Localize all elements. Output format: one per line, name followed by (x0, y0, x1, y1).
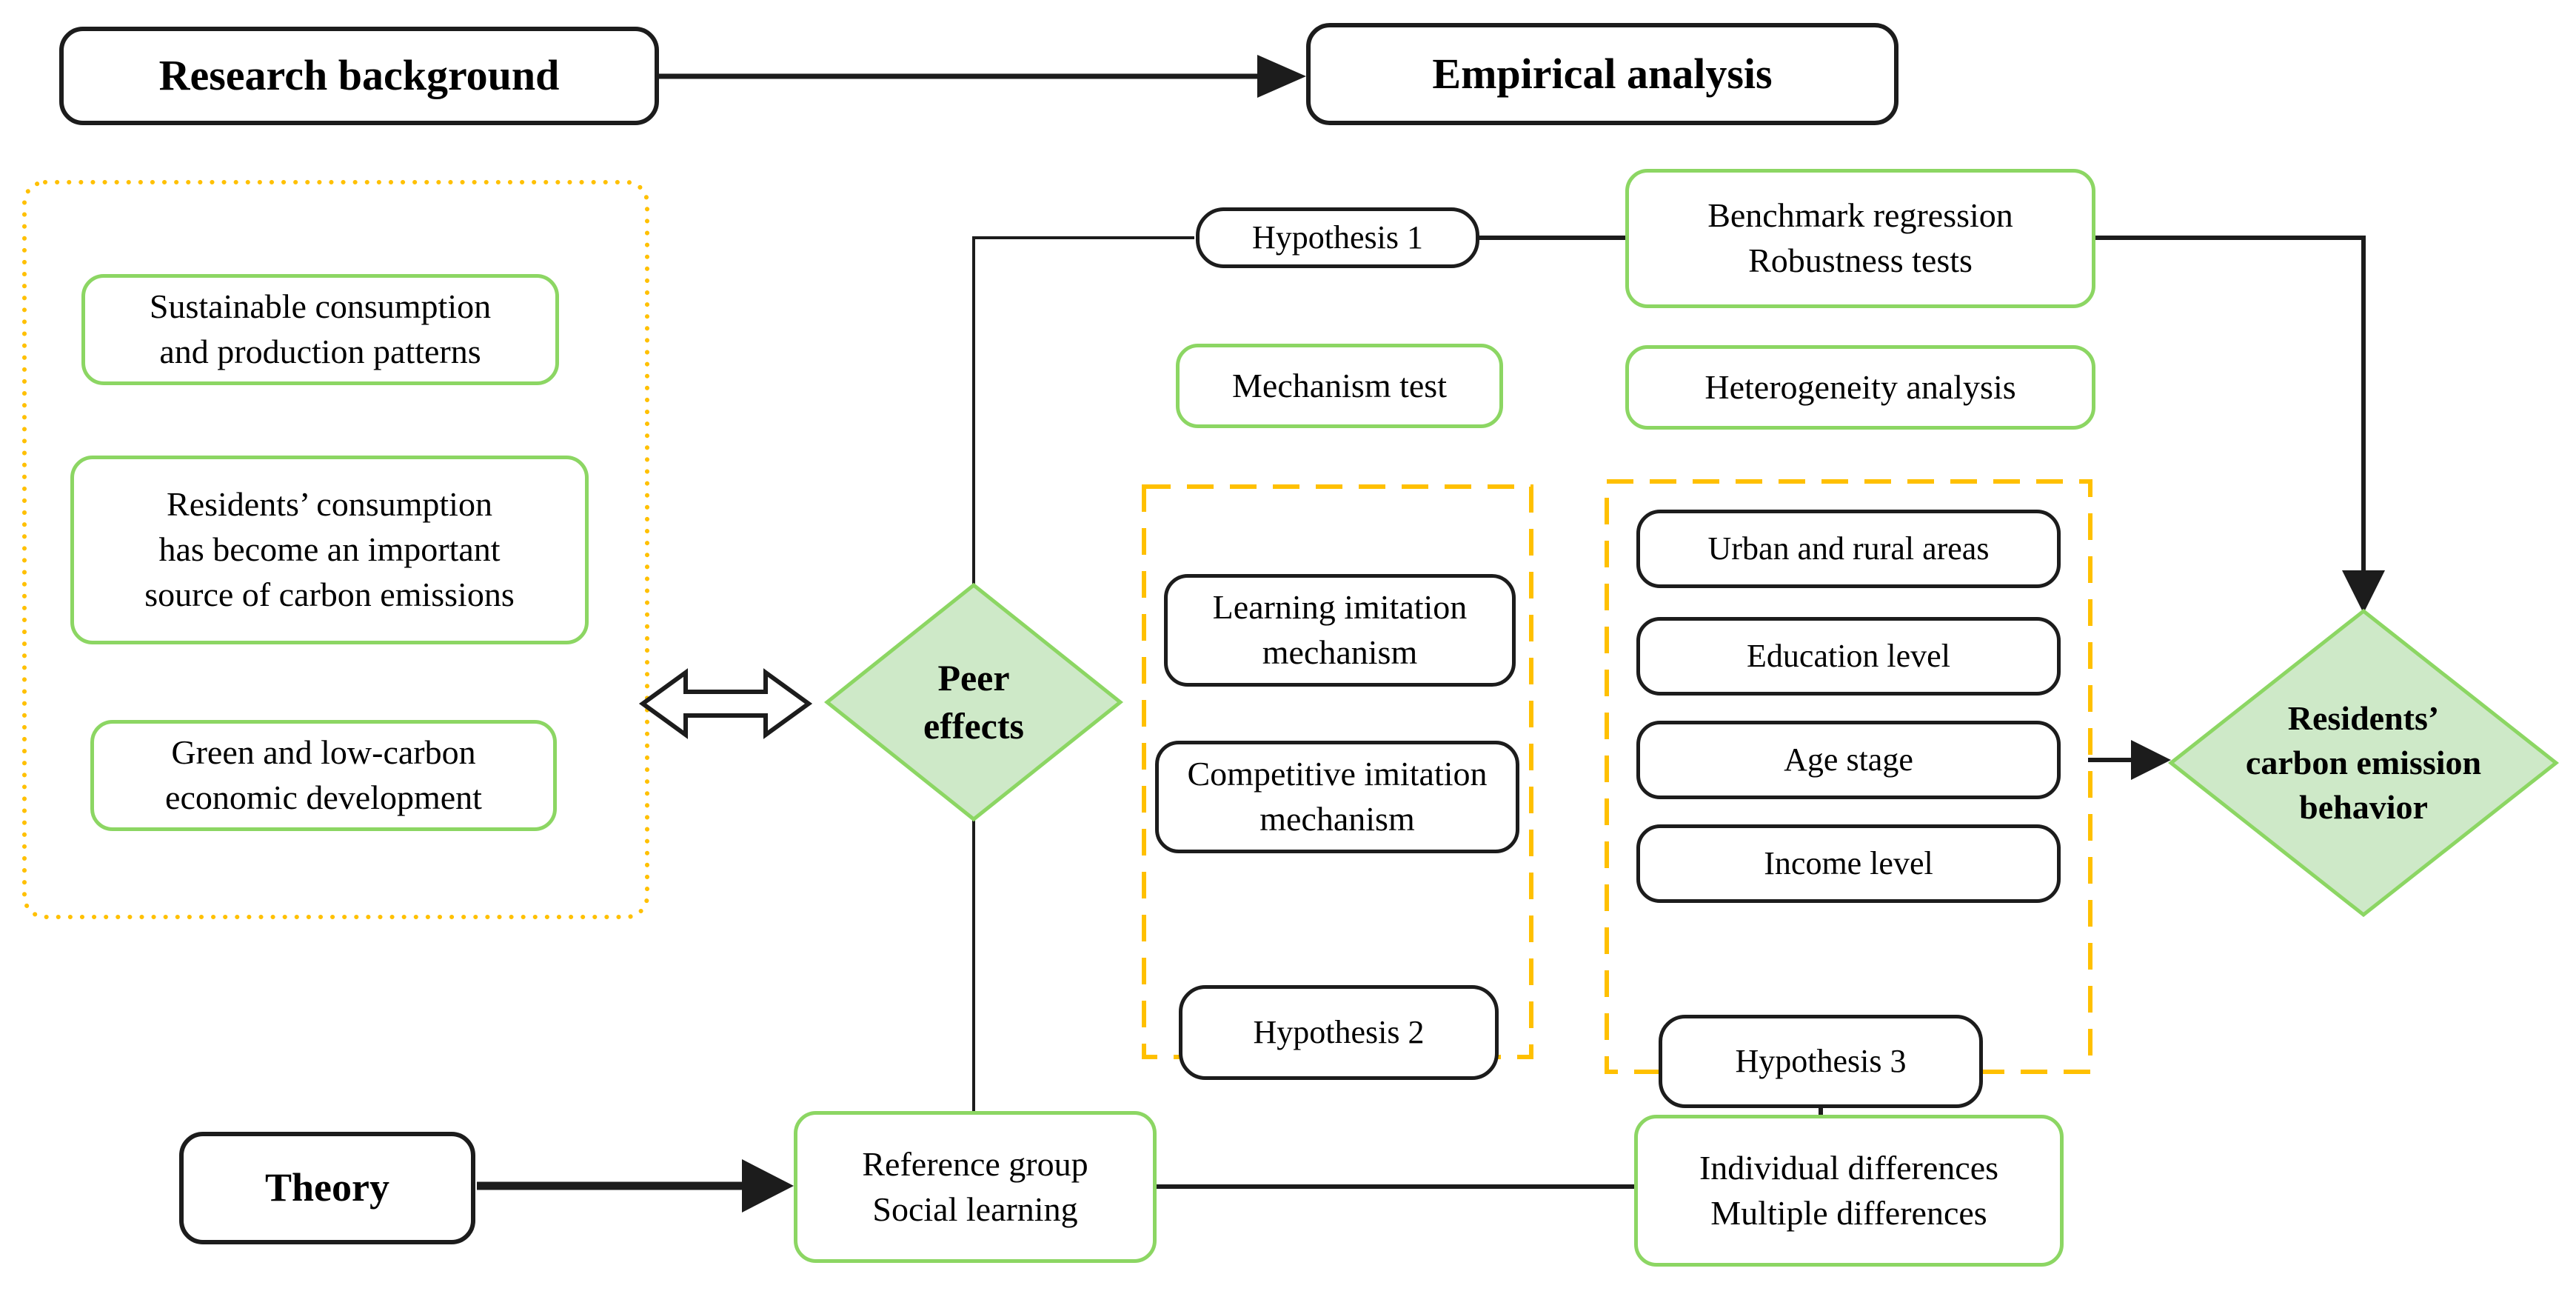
individual-differences-box: Individual differences Multiple differen… (1634, 1115, 2064, 1267)
income-level-box: Income level (1636, 824, 2061, 903)
heterogeneity-panel-dashed-border (1605, 479, 2092, 1074)
background-panel-dotted-border (22, 180, 649, 919)
peer-effects-diamond (823, 582, 1124, 822)
hypothesis-3-box: Hypothesis 3 (1659, 1015, 1983, 1108)
connector-peer-to-hypothesis1 (972, 236, 1194, 587)
double-arrow-icon (638, 668, 813, 739)
residents-behavior-label: Residents’ carbon emission behavior (2245, 699, 2482, 826)
theory-box: Theory (179, 1132, 475, 1244)
reference-group-box: Reference group Social learning (794, 1111, 1157, 1263)
arrow-benchmark-to-residents-shaft (2094, 236, 2366, 576)
hypothesis-2-box: Hypothesis 2 (1179, 985, 1499, 1080)
arrow-panel-to-residents-head (2131, 740, 2171, 780)
competitive-imitation-box: Competitive imitation mechanism (1155, 741, 1519, 853)
benchmark-robustness-box: Benchmark regression Robustness tests (1625, 169, 2095, 308)
education-level-box: Education level (1636, 617, 2061, 696)
mechanism-test-box: Mechanism test (1176, 344, 1503, 428)
green-lowcarbon-box: Green and low-carbon economic developmen… (90, 720, 557, 831)
arrow-research-to-empirical-head (1257, 55, 1306, 98)
peer-effects-label: Peer effects (923, 657, 1024, 747)
age-stage-box: Age stage (1636, 721, 2061, 799)
arrow-theory-to-reference-head (742, 1159, 794, 1213)
residents-consumption-box: Residents’ consumption has become an imp… (70, 456, 589, 644)
learning-imitation-box: Learning imitation mechanism (1164, 574, 1516, 687)
urban-rural-box: Urban and rural areas (1636, 510, 2061, 588)
hypothesis-1-box: Hypothesis 1 (1196, 207, 1479, 268)
residents-diamond (2167, 608, 2560, 918)
sustainable-consumption-box: Sustainable consumption and production p… (81, 274, 559, 385)
arrow-benchmark-to-residents-head (2342, 570, 2385, 613)
research-background-box: Research background (59, 27, 659, 125)
mechanism-panel-dashed-border (1142, 484, 1533, 1059)
heterogeneity-analysis-box: Heterogeneity analysis (1625, 345, 2095, 430)
empirical-analysis-box: Empirical analysis (1306, 23, 1898, 125)
